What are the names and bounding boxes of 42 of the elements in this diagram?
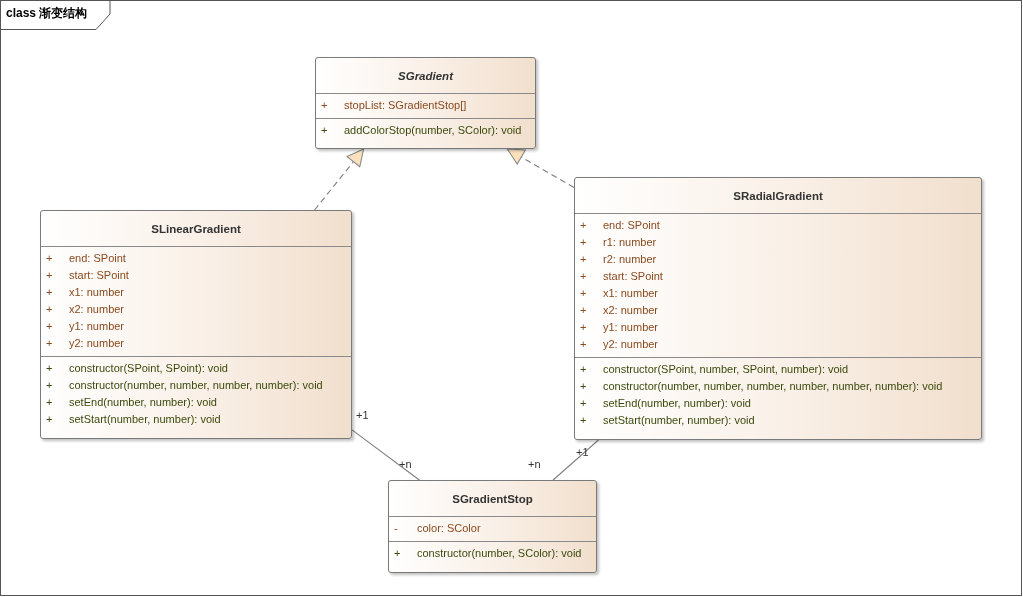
- operation-text: + constructor(number, SColor): void: [393, 546, 583, 561]
- attribute-text: + r1: number: [579, 235, 658, 250]
- attribute-text: + y2: number: [45, 336, 126, 351]
- multiplicity-label: +n: [528, 458, 541, 470]
- attribute-text: + x1: number: [45, 285, 126, 300]
- attribute-text: + x1: number: [579, 286, 660, 301]
- operation-text: + addColorStop(number, SColor): void: [320, 123, 523, 138]
- class-name: SRadialGradient: [733, 189, 823, 202]
- realization-arrow: [314, 148, 365, 211]
- multiplicity-label: +1: [576, 446, 589, 458]
- class-name: SGradient: [398, 69, 453, 82]
- attribute-text: + end: SPoint: [45, 251, 127, 266]
- attribute-text: + start: SPoint: [45, 268, 130, 283]
- attribute-text: + end: SPoint: [579, 218, 661, 233]
- attribute-text: - color: SColor: [393, 521, 482, 536]
- operation-text: + constructor(number, number, number, number): void: [45, 378, 324, 393]
- class-name: SLinearGradient: [151, 222, 241, 235]
- attribute-text: + y1: number: [45, 319, 126, 334]
- association-line: [552, 439, 600, 481]
- operation-text: + constructor(SPoint, SPoint): void: [45, 361, 229, 376]
- attribute-text: + r2: number: [579, 252, 658, 267]
- diagram-title: class 渐变结构: [6, 5, 88, 22]
- attribute-text: + x2: number: [45, 302, 126, 317]
- association-line: [351, 429, 420, 481]
- realization-arrow: [506, 148, 575, 189]
- class-name: SGradientStop: [452, 492, 533, 505]
- class-box: [40, 210, 352, 439]
- class-box: [315, 57, 536, 149]
- operation-text: + setEnd(number, number): void: [45, 395, 218, 410]
- class-box: [388, 480, 597, 573]
- attribute-text: + x2: number: [579, 303, 660, 318]
- attribute-text: + stopList: SGradientStop[]: [320, 98, 468, 113]
- operation-text: + setEnd(number, number): void: [579, 396, 752, 411]
- attribute-text: + y2: number: [579, 337, 660, 352]
- attribute-text: + y1: number: [579, 320, 660, 335]
- operation-text: + setStart(number, number): void: [579, 413, 756, 428]
- multiplicity-label: +n: [399, 458, 412, 470]
- operation-text: + constructor(number, number, number, number, number, number): void: [579, 379, 944, 394]
- class-box: [574, 177, 982, 440]
- operation-text: + setStart(number, number): void: [45, 412, 222, 427]
- attribute-text: + start: SPoint: [579, 269, 664, 284]
- operation-text: + constructor(SPoint, number, SPoint, number): void: [579, 362, 850, 377]
